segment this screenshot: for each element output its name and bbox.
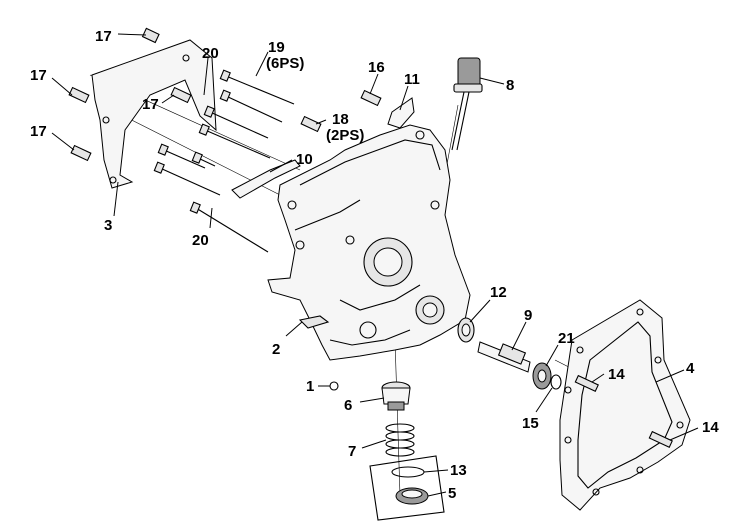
callout-14b: 14 xyxy=(702,419,719,436)
bearing xyxy=(457,317,475,343)
small-bracket xyxy=(387,97,415,129)
oil-dipstick xyxy=(451,57,483,151)
callout-20b: 20 xyxy=(192,232,209,249)
callout-11: 11 xyxy=(404,71,420,88)
callout-17d: 17 xyxy=(30,123,47,140)
spring xyxy=(385,423,415,457)
callout-19-qty: (6PS) xyxy=(266,55,304,72)
right-cover-gasket xyxy=(559,299,691,511)
callout-2: 2 xyxy=(272,341,280,358)
callout-19: 19 xyxy=(268,39,285,56)
callout-3: 3 xyxy=(104,217,112,234)
snap-ring xyxy=(550,374,562,390)
callout-18-qty: (2PS) xyxy=(326,127,364,144)
callout-labels: 17 17 17 17 20 20 19 (6PS) 16 11 8 18 (2… xyxy=(30,28,719,502)
crankcase-housing xyxy=(267,124,471,361)
bracket-strap xyxy=(231,159,301,199)
callout-12: 12 xyxy=(490,284,507,301)
callout-5: 5 xyxy=(448,485,456,502)
callout-14a: 14 xyxy=(608,366,625,383)
callout-16: 16 xyxy=(368,59,385,76)
strainer-cap xyxy=(381,381,411,411)
callout-8: 8 xyxy=(506,77,514,94)
callout-9: 9 xyxy=(524,307,532,324)
callout-10: 10 xyxy=(296,151,313,168)
left-cover-plate xyxy=(91,39,217,189)
callout-17c: 17 xyxy=(142,96,159,113)
oil-seal xyxy=(532,362,552,390)
callout-18: 18 xyxy=(332,111,349,128)
callout-13: 13 xyxy=(450,462,467,479)
callout-17a: 17 xyxy=(95,28,112,45)
callout-17b: 17 xyxy=(30,67,47,84)
callout-6: 6 xyxy=(344,397,352,414)
drain-plug-inset xyxy=(369,455,445,521)
drive-shaft xyxy=(477,341,531,373)
callout-4: 4 xyxy=(686,360,695,377)
long-bolts xyxy=(153,69,295,253)
callout-1: 1 xyxy=(306,378,314,395)
dowel-pins xyxy=(574,374,673,449)
small-o-ring xyxy=(329,381,339,391)
callout-20a: 20 xyxy=(202,45,219,62)
leader-lines xyxy=(51,33,699,497)
callout-21: 21 xyxy=(558,330,575,347)
callout-7: 7 xyxy=(348,443,356,460)
short-bolts xyxy=(68,27,382,162)
callout-15: 15 xyxy=(522,415,539,432)
